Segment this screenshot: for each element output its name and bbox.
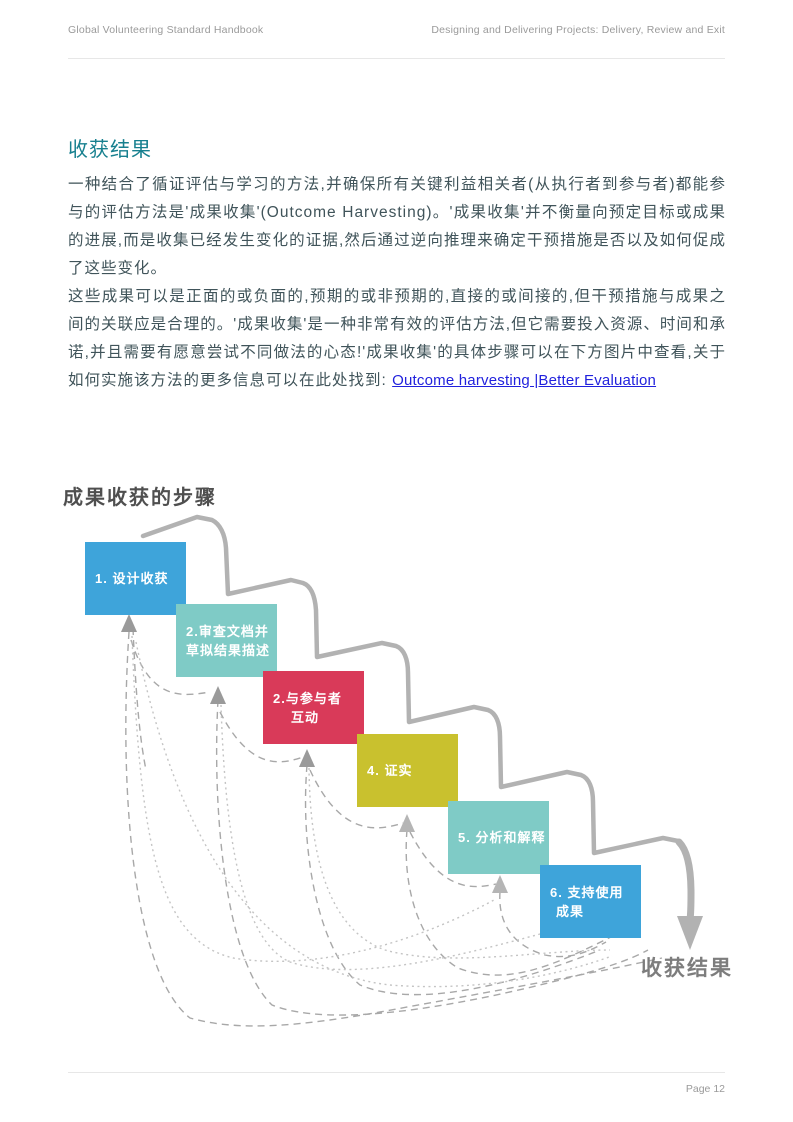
step-box-5: 5. 分析和解释	[448, 801, 549, 874]
dashed-web	[125, 627, 663, 1027]
page-header: Global Volunteering Standard Handbook De…	[68, 24, 725, 36]
outcome-harvesting-link[interactable]: Outcome harvesting |Better Evaluation	[392, 372, 657, 389]
up-arrow-icon	[210, 686, 226, 704]
step-box-1: 1. 设计收获	[85, 542, 186, 615]
step-label-line2: 成果	[556, 903, 585, 919]
step-label: 1. 设计收获	[95, 571, 169, 586]
header-left-text: Global Volunteering Standard Handbook	[68, 24, 264, 36]
section-heading: 收获结果	[68, 139, 152, 161]
step-label: 4. 证实	[367, 763, 413, 778]
up-arrow-icon	[492, 875, 508, 893]
diagram-end-label: 收获结果	[641, 957, 733, 980]
body-paragraph-1: 一种结合了循证评估与学习的方法,并确保所有关键利益相关者(从执行者到参与者)都能…	[68, 176, 726, 277]
step-box-6: 6. 支持使用成果	[540, 865, 641, 938]
step-label: 2.与参与者	[273, 690, 342, 706]
page-number: Page 12	[685, 1083, 725, 1095]
header-divider	[68, 58, 725, 59]
flow-arrow-down-icon	[677, 916, 703, 950]
step-box-2: 2.审查文档并草拟结果描述	[176, 604, 277, 677]
up-arrow-icon	[299, 749, 315, 767]
flow-arrow-shaft	[675, 838, 695, 924]
up-arrow-icon	[399, 814, 415, 832]
body-paragraph-2-text: 这些成果可以是正面的或负面的,预期的或非预期的,直接的或间接的,但干预措施与成果…	[68, 288, 726, 389]
header-right-text: Designing and Delivering Projects: Deliv…	[431, 24, 725, 36]
step-label-line2: 草拟结果描述	[186, 642, 271, 658]
step-box-4: 4. 证实	[357, 734, 458, 807]
up-arrow-icon	[121, 614, 137, 632]
diagram-title: 成果收获的步骤	[63, 487, 217, 509]
footer-divider	[68, 1072, 725, 1073]
body-paragraph-2: 这些成果可以是正面的或负面的,预期的或非预期的,直接的或间接的,但干预措施与成果…	[68, 283, 726, 395]
step-label: 2.审查文档并	[186, 623, 269, 639]
step-label-line2: 互动	[291, 709, 320, 725]
step-label: 5. 分析和解释	[458, 830, 546, 845]
step-label: 6. 支持使用	[550, 884, 624, 900]
step-box-3: 2.与参与者互动	[263, 671, 364, 744]
article-body: 收获结果 一种结合了循证评估与学习的方法,并确保所有关键利益相关者(从执行者到参…	[68, 133, 726, 395]
